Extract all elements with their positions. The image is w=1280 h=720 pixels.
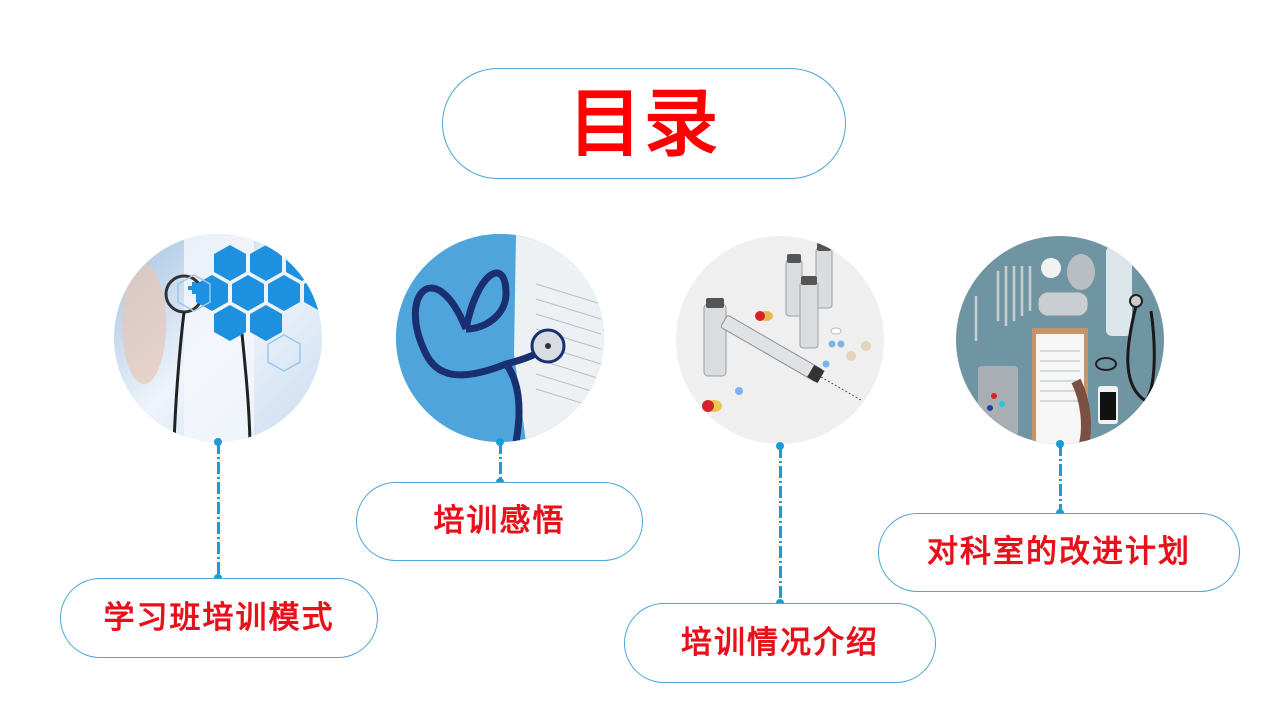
connector-line xyxy=(1058,444,1062,513)
toc-item-4[interactable]: 对科室的改进计划 xyxy=(878,513,1240,592)
toc-item-1[interactable]: 学习班培训模式 xyxy=(60,578,378,658)
toc-item-2[interactable]: 培训感悟 xyxy=(356,482,643,561)
title-pill: 目录 xyxy=(442,68,846,179)
image-heart-stethoscope xyxy=(396,234,604,442)
toc-item-label: 培训情况介绍 xyxy=(681,624,879,661)
toc-item-label: 对科室的改进计划 xyxy=(927,534,1191,570)
heart-stethoscope-photo-icon xyxy=(396,234,604,442)
doctor-stethoscope-photo-icon xyxy=(114,234,322,442)
syringe-vials-photo-icon xyxy=(676,236,884,444)
page-title: 目录 xyxy=(568,80,720,167)
image-doctor-stethoscope xyxy=(114,234,322,442)
image-syringe-vials xyxy=(676,236,884,444)
connector-line xyxy=(216,442,220,578)
image-medical-flatlay xyxy=(956,236,1164,444)
toc-item-label: 学习班培训模式 xyxy=(103,599,335,636)
toc-item-3[interactable]: 培训情况介绍 xyxy=(624,603,936,683)
toc-item-label: 培训感悟 xyxy=(433,503,566,539)
medical-tools-flatlay-photo-icon xyxy=(956,236,1164,444)
connector-line xyxy=(778,446,782,603)
connector-line xyxy=(498,442,502,482)
